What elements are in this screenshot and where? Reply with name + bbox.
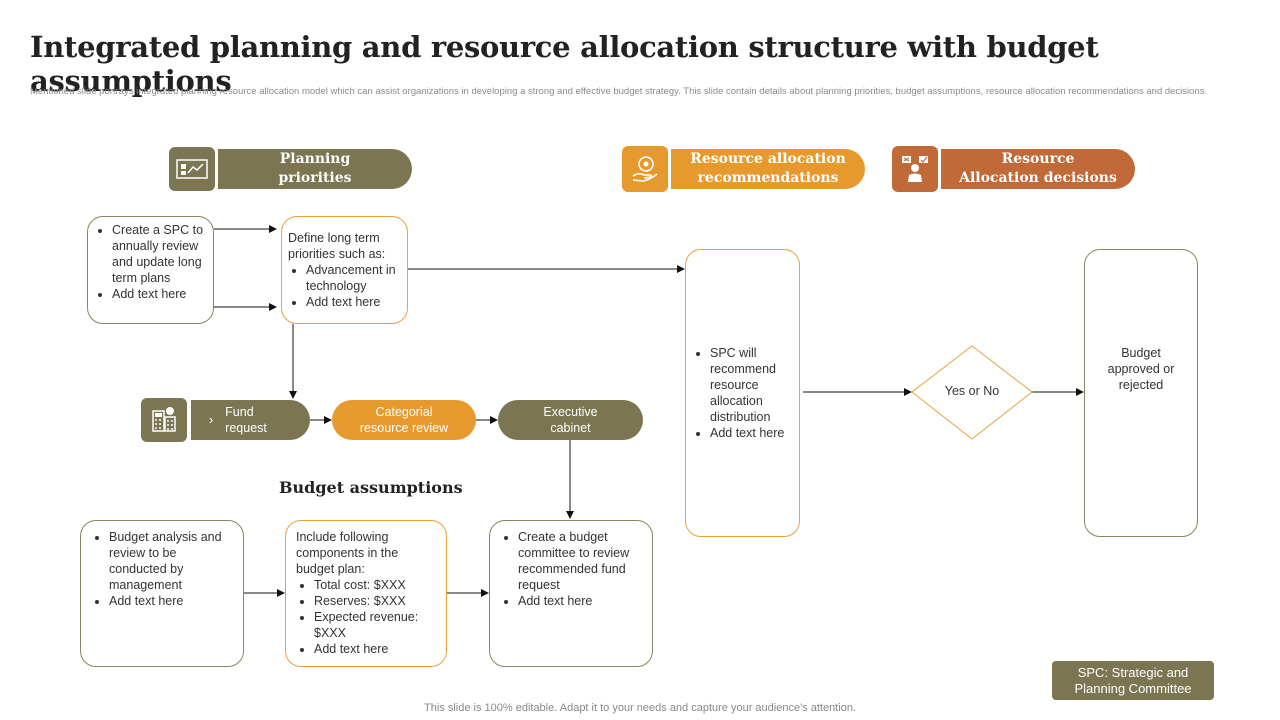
header-planning-line2: priorities <box>278 170 352 186</box>
header-resource-recommendations: Resource allocation recommendations <box>671 149 865 189</box>
executive-cabinet-step: Executive cabinet <box>498 400 643 440</box>
decision-label: Yes or No <box>944 384 1000 398</box>
decision-diamond <box>911 345 1033 440</box>
list-item: Add text here <box>710 425 793 441</box>
components-intro: Include following components in the budg… <box>296 530 399 576</box>
list-item: Create a SPC to annually review and upda… <box>112 222 207 286</box>
define-intro: Define long term priorities such as: <box>288 231 386 261</box>
budget-analysis-box: Budget analysis and review to be conduct… <box>80 520 244 667</box>
list-item: Add text here <box>518 593 642 609</box>
budget-committee-box: Create a budget committee to review reco… <box>489 520 653 667</box>
fund-request-step: › Fund request <box>191 400 310 440</box>
list-item: Add text here <box>306 294 401 310</box>
header-decisions-line2: Allocation decisions <box>959 170 1117 186</box>
spc-creation-box: Create a SPC to annually review and upda… <box>87 216 214 324</box>
page-subtitle: Mentioned slide portrays integrated plan… <box>30 86 1208 97</box>
planning-board-icon <box>169 147 215 191</box>
footer-note: This slide is 100% editable. Adapt it to… <box>424 702 856 714</box>
header-planning-line1: Planning <box>279 151 351 167</box>
page-title: Integrated planning and resource allocat… <box>30 30 1099 98</box>
fund-request-label: Fund request <box>225 405 267 435</box>
header-recommend-line1: Resource allocation <box>690 151 846 167</box>
list-item: Expected revenue: $XXX <box>314 609 436 641</box>
fund-bullet: › <box>209 413 214 427</box>
categorial-review-step: Categorial resource review <box>332 400 476 440</box>
list-item: Create a budget committee to review reco… <box>518 529 642 593</box>
header-allocation-decisions: Resource Allocation decisions <box>941 149 1135 189</box>
budget-result-box: Budget approved or rejected <box>1084 249 1198 537</box>
spc-legend: SPC: Strategic and Planning Committee <box>1052 661 1214 700</box>
list-item: Add text here <box>109 593 233 609</box>
budget-components-box: Include following components in the budg… <box>285 520 447 667</box>
list-item: Add text here <box>314 641 436 657</box>
budget-assumptions-heading: Budget assumptions <box>279 478 463 497</box>
list-item: Advancement in technology <box>306 262 401 294</box>
header-recommend-line2: recommendations <box>697 170 839 186</box>
list-item: Total cost: $XXX <box>314 577 436 593</box>
presenter-icon <box>892 146 938 192</box>
header-planning-priorities: Planning priorities <box>218 149 412 189</box>
hand-coin-icon <box>622 146 668 192</box>
list-item: Budget analysis and review to be conduct… <box>109 529 233 593</box>
define-priorities-box: Define long term priorities such as: Adv… <box>281 216 408 324</box>
recommendation-box: SPC will recommend resource allocation d… <box>685 249 800 537</box>
list-item: Reserves: $XXX <box>314 593 436 609</box>
header-decisions-line1: Resource <box>1001 151 1075 167</box>
list-item: SPC will recommend resource allocation d… <box>710 345 793 425</box>
list-item: Add text here <box>112 286 207 302</box>
calculator-icon <box>141 398 187 442</box>
result-text: Budget approved or rejected <box>1107 346 1175 392</box>
